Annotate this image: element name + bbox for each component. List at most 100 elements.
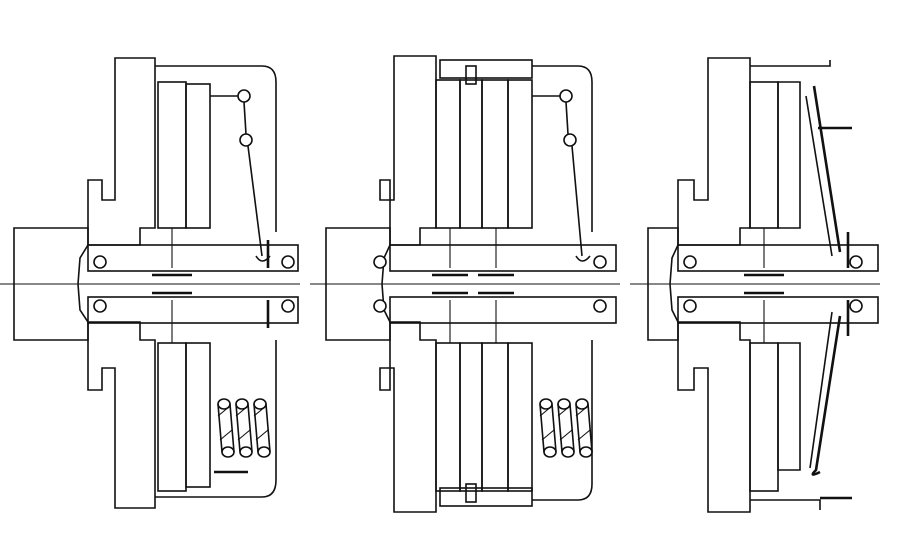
output-shaft-lower [677,296,879,324]
friction-lining-upper [749,81,779,229]
spring-coil-bottom [221,446,235,458]
flywheel-upper [677,57,751,246]
bearing-ball [849,255,863,269]
cover-rim-lower [439,487,533,507]
spring-wire [237,429,251,441]
output-shaft-lower [389,296,617,324]
friction-lining-1-upper [435,79,461,229]
diaphragm-spring-lower [809,311,833,469]
release-bearing-contact [575,255,591,262]
lever-pivot [237,89,251,103]
lever-joint [239,133,253,147]
output-shaft-lower [87,296,299,324]
pressure-plate-lower [777,342,801,471]
spring-wire [569,403,575,453]
spring-wire [539,403,545,453]
flywheel-lower [87,321,156,509]
bolt-hole [93,255,107,269]
diaphragm-spring-lower [811,315,842,476]
release-lever [565,101,569,135]
spring-coil-bottom [579,446,593,458]
bearing-ball [281,299,295,313]
clutch-cover-upper [155,65,277,232]
output-shaft-upper [87,244,299,272]
spring-wire [575,403,581,453]
spring-wire [229,403,235,453]
spring-wire [217,405,231,417]
pressure-springs [539,398,593,458]
spring-wire [253,403,259,453]
friction-lining-1-lower [435,342,461,492]
clutch-cover-lower [532,340,593,501]
pressure-springs [217,398,271,458]
friction-lining-lower [749,342,779,492]
spring-wire [551,403,557,453]
spring-wire [557,405,571,417]
diaphragm-spring-upper [805,95,833,257]
output-shaft-upper [677,244,879,272]
flywheel-lower [677,321,751,513]
bearing-ball [593,255,607,269]
clutch-cover-upper [750,60,831,67]
bearing-ball [593,299,607,313]
spring-wire [235,405,249,417]
pressure-plate-upper [777,81,801,229]
clutch-cover-lower [750,499,821,510]
spring-wire [539,405,553,417]
bolt-hole [683,299,697,313]
bolt-hole [373,255,387,269]
flywheel-upper [379,55,437,246]
spring-coil-bottom [239,446,253,458]
lever-pivot [559,89,573,103]
spring-wire [541,429,555,441]
drive-pin [465,483,477,503]
release-lever [247,145,263,257]
spring-wire [575,405,589,417]
release-lever [243,101,247,135]
friction-lining-lower [157,342,187,492]
clutch-cover-lower [155,340,277,498]
pressure-plate-lower [185,342,211,488]
clutch-cover-upper [532,65,593,232]
spring-wire [559,429,573,441]
bolt-hole [93,299,107,313]
pressure-plate-upper [507,79,533,229]
friction-lining-2-upper [481,79,509,229]
output-shaft-upper [389,244,617,272]
panel-twin-plate-coil-spring [310,55,620,513]
spring-wire [217,403,223,453]
panel-single-plate-diaphragm-spring [630,57,880,513]
intermediate-plate-upper [459,79,483,229]
spring-wire [247,403,253,453]
spring-wire [577,429,591,441]
panel-single-plate-coil-spring [0,57,300,509]
pressure-plate-upper [185,83,211,229]
pressure-plate-lower [507,342,533,492]
bearing-ball [281,255,295,269]
bearing-ball [849,299,863,313]
lever-joint [563,133,577,147]
bolt-hole [683,255,697,269]
release-lever [571,145,583,257]
spring-wire [587,403,593,453]
spring-coil-bottom [543,446,557,458]
friction-lining-2-lower [481,342,509,492]
spring-coil-bottom [561,446,575,458]
spring-wire [557,403,563,453]
spring-wire [219,429,233,441]
diaphragm-spring-upper [812,85,842,253]
friction-lining-upper [157,81,187,229]
intermediate-plate-lower [459,342,483,492]
spring-coil-bottom [257,446,271,458]
flywheel-lower [379,321,437,513]
cover-rim-upper [439,59,533,79]
drive-pin [465,65,477,85]
spring-wire [255,429,269,441]
spring-wire [253,405,267,417]
spring-wire [235,403,241,453]
bolt-hole [373,299,387,313]
spring-wire [265,403,271,453]
flywheel-upper [87,57,156,246]
